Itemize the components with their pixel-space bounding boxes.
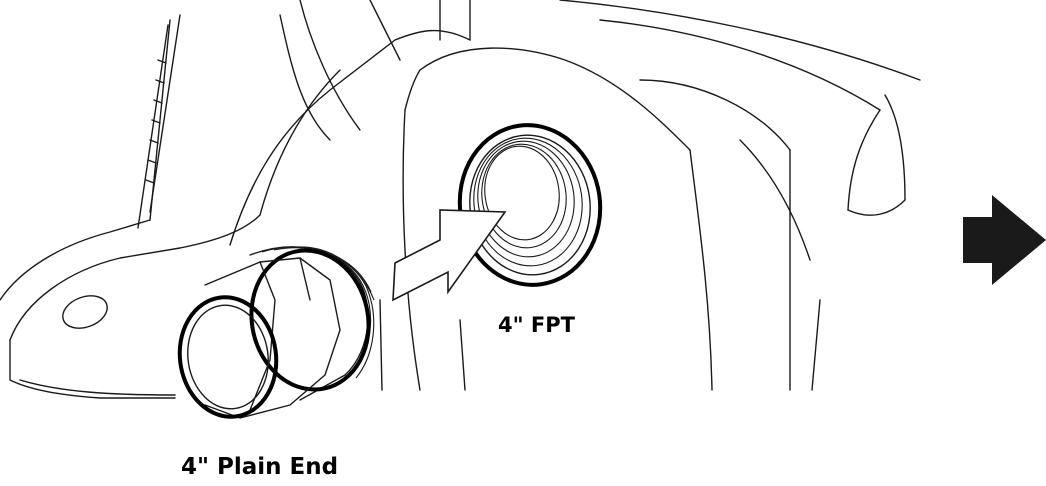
fpt-port bbox=[457, 123, 603, 287]
housing bbox=[179, 0, 921, 391]
fpt-label: 4" FPT bbox=[498, 313, 575, 337]
left-fin bbox=[137, 14, 181, 229]
outline-arrow-icon bbox=[392, 209, 507, 302]
plain-end-fitting bbox=[177, 246, 375, 419]
next-step-arrow-icon bbox=[963, 195, 1046, 285]
base-plate bbox=[0, 219, 181, 399]
plain-end-label: 4" Plain End bbox=[181, 454, 339, 480]
bolt-hole bbox=[62, 295, 108, 329]
